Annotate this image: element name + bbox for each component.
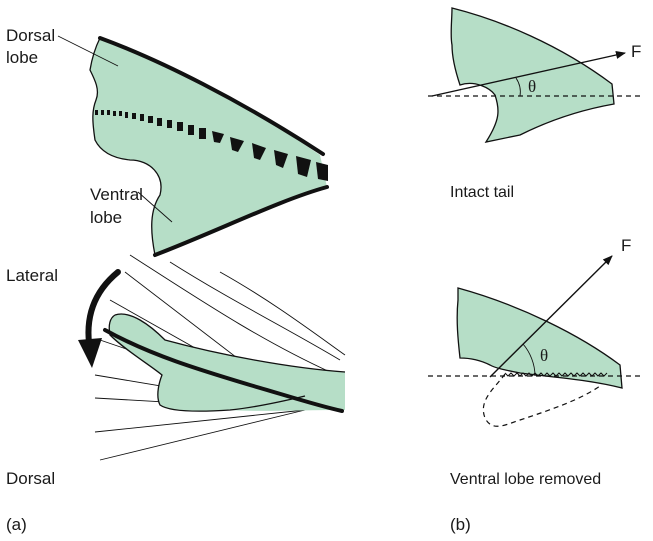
removed-force-label: F xyxy=(621,236,631,255)
removed-tail-fin xyxy=(457,288,622,388)
ventral-lobe-label-1: Ventral xyxy=(90,185,143,204)
panel-a-label: (a) xyxy=(6,515,27,534)
intact-tail-diagram xyxy=(428,8,640,142)
intact-caption: Intact tail xyxy=(450,184,514,201)
dorsal-lobe-label-1: Dorsal xyxy=(6,26,55,45)
tail-fin-lateral xyxy=(90,38,327,255)
removed-lobe-diagram xyxy=(428,256,640,426)
removed-caption: Ventral lobe removed xyxy=(450,471,601,488)
removed-lobe-ghost xyxy=(483,374,600,426)
dorsal-tail-view xyxy=(78,255,345,460)
panel-b-label: (b) xyxy=(450,515,471,534)
ventral-lobe-label-2: lobe xyxy=(90,208,122,227)
dorsal-view-label: Dorsal xyxy=(6,469,55,488)
dorsal-lobe-label-2: lobe xyxy=(6,48,38,67)
intact-tail-fin xyxy=(451,8,614,142)
intact-force-label: F xyxy=(631,42,641,61)
intact-theta: θ xyxy=(528,77,536,96)
removed-theta: θ xyxy=(540,346,548,365)
lateral-sweep-arrowhead xyxy=(78,338,102,368)
lateral-label: Lateral xyxy=(6,266,58,285)
